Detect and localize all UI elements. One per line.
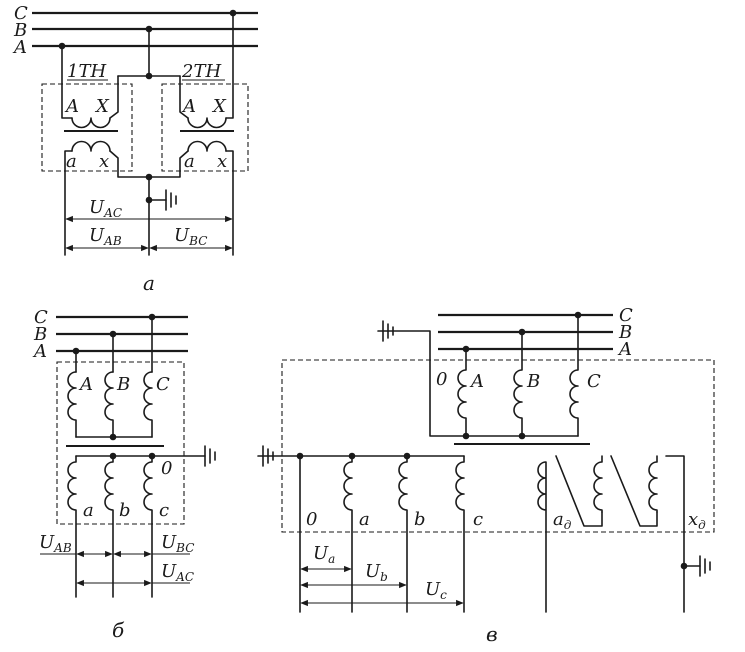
tv1-primary-lead-a [61, 45, 73, 119]
tv2-primary-coil [187, 117, 227, 129]
label-u-bc: UBC [161, 532, 194, 555]
label-phase-b: B [618, 322, 632, 343]
label-u-bc: UBC [174, 225, 207, 248]
label-phase-b: B [13, 20, 27, 41]
tv1-secondary-end: x [99, 151, 109, 172]
label-aux-start: aд [553, 509, 572, 532]
tv2-primary-lead-x [225, 12, 234, 119]
label-secondary-a: a [359, 509, 370, 530]
label-secondary-c: c [159, 500, 169, 521]
diagram-v: C B A [257, 305, 715, 646]
label-u-b: Ub [365, 561, 388, 584]
primary-coil-b [513, 331, 523, 437]
tv2-secondary-end: x [217, 151, 227, 172]
aux-coil-3 [648, 455, 658, 513]
label-primary-neutral: 0 [436, 369, 447, 390]
ground-a [148, 189, 177, 211]
label-u-a: Ua [313, 543, 335, 566]
tv2-name: 2TH [181, 61, 221, 82]
label-secondary-b: b [414, 509, 426, 530]
caption-v: в [486, 622, 498, 646]
tv2-primary-end: X [211, 96, 227, 117]
label-secondary-neutral: 0 [306, 509, 317, 530]
label-u-ab: UAB [39, 532, 72, 555]
label-phase-a: A [617, 339, 632, 360]
label-phase-c: C [619, 305, 633, 326]
aux-coil-2 [593, 455, 603, 513]
label-secondary-c: c [473, 509, 483, 530]
secondary-coil-a [343, 455, 353, 613]
label-primary-a: A [469, 371, 484, 392]
transformer-housing-v [281, 359, 715, 533]
tv2-primary-start: A [181, 96, 196, 117]
diagram-b: C B A A B C 0 [32, 307, 216, 642]
label-primary-b: B [116, 374, 130, 395]
label-phase-c: C [14, 3, 28, 24]
label-phase-c: C [34, 307, 48, 328]
secondary-coil-a [67, 455, 77, 598]
primary-coil-b [104, 371, 114, 438]
label-u-ac: UAC [89, 197, 122, 220]
primary-coil-a [67, 371, 77, 438]
tv2-secondary-coil [187, 140, 227, 152]
tv2-primary-lead-a [179, 75, 189, 119]
primary-coil-c [143, 371, 153, 438]
diagram-a: C B A [12, 3, 258, 295]
primary-coil-a [457, 348, 467, 437]
secondary-coil-c [455, 455, 465, 613]
caption-a: а [143, 271, 155, 295]
label-primary-c: C [587, 371, 601, 392]
label-primary-a: A [78, 374, 93, 395]
label-u-ac: UAC [161, 561, 194, 584]
tv1-secondary-lead-a [64, 150, 73, 256]
label-phase-a: A [12, 37, 27, 58]
aux-coil-1 [537, 461, 547, 613]
label-secondary-a: a [83, 500, 94, 521]
label-primary-c: C [156, 374, 170, 395]
tv1-primary-start: A [64, 96, 79, 117]
caption-b: б [112, 618, 125, 642]
tv2-housing [161, 83, 249, 172]
tv1-housing [41, 83, 133, 172]
label-primary-b: B [526, 371, 540, 392]
tv1-primary-lead-x [109, 75, 119, 119]
tv2-secondary-lead-x [225, 150, 234, 256]
tv2-secondary-start: a [184, 151, 195, 172]
secondary-coil-b [398, 455, 408, 613]
ground-aux [683, 555, 711, 577]
secondary-coil-c [143, 455, 153, 598]
tv1-name: 1TH [67, 61, 106, 82]
label-phase-a: A [32, 341, 47, 362]
ground-b [204, 445, 216, 467]
secondary-coil-b [104, 455, 114, 598]
tv1-primary-end: X [94, 96, 110, 117]
label-neutral: 0 [161, 458, 172, 479]
label-phase-b: B [33, 324, 47, 345]
transformer-housing-b [56, 361, 185, 525]
label-aux-end: xд [688, 509, 706, 532]
label-secondary-b: b [119, 500, 131, 521]
tv1-primary-coil [71, 117, 111, 129]
label-u-ab: UAB [89, 225, 122, 248]
tv1-secondary-coil [71, 140, 111, 152]
tv1-secondary-start: a [66, 151, 77, 172]
label-u-c: Uc [425, 579, 447, 602]
primary-coil-c [569, 314, 579, 437]
